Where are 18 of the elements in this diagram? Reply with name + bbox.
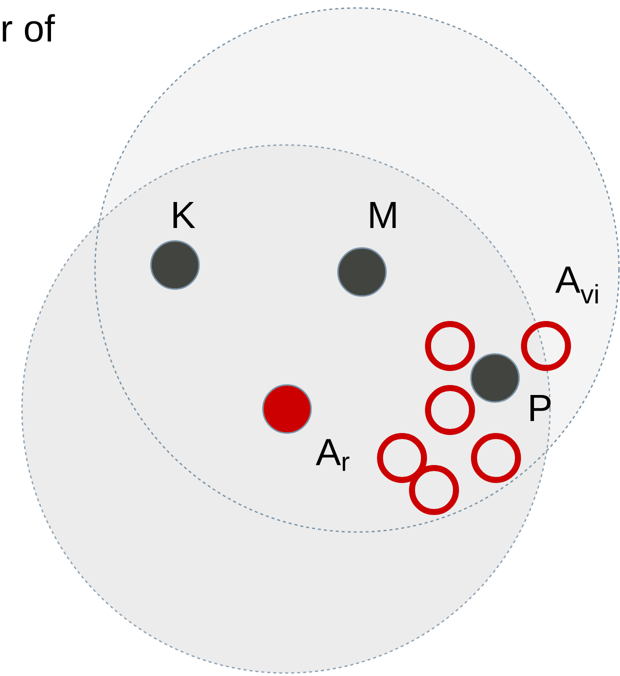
ring-marker: [471, 433, 521, 483]
ring-marker: [425, 321, 475, 371]
ring-marker: [377, 433, 427, 483]
point-dot: [470, 353, 520, 403]
point-label: M: [370, 202, 396, 228]
point-label: K: [173, 202, 196, 228]
point-dot: [337, 247, 387, 297]
set-circle: [94, 7, 620, 533]
ring-marker: [521, 321, 571, 371]
point-dot: [262, 384, 312, 434]
ring-marker: [409, 465, 459, 515]
text-label: A$_{vi}$: [555, 266, 598, 304]
ring-marker: [425, 385, 475, 435]
point-label: P: [530, 394, 551, 422]
point-dot: [150, 240, 200, 290]
text-label: r of: [2, 14, 55, 42]
point-label: A$_{r}$: [316, 439, 350, 471]
set-circle: [21, 144, 551, 674]
